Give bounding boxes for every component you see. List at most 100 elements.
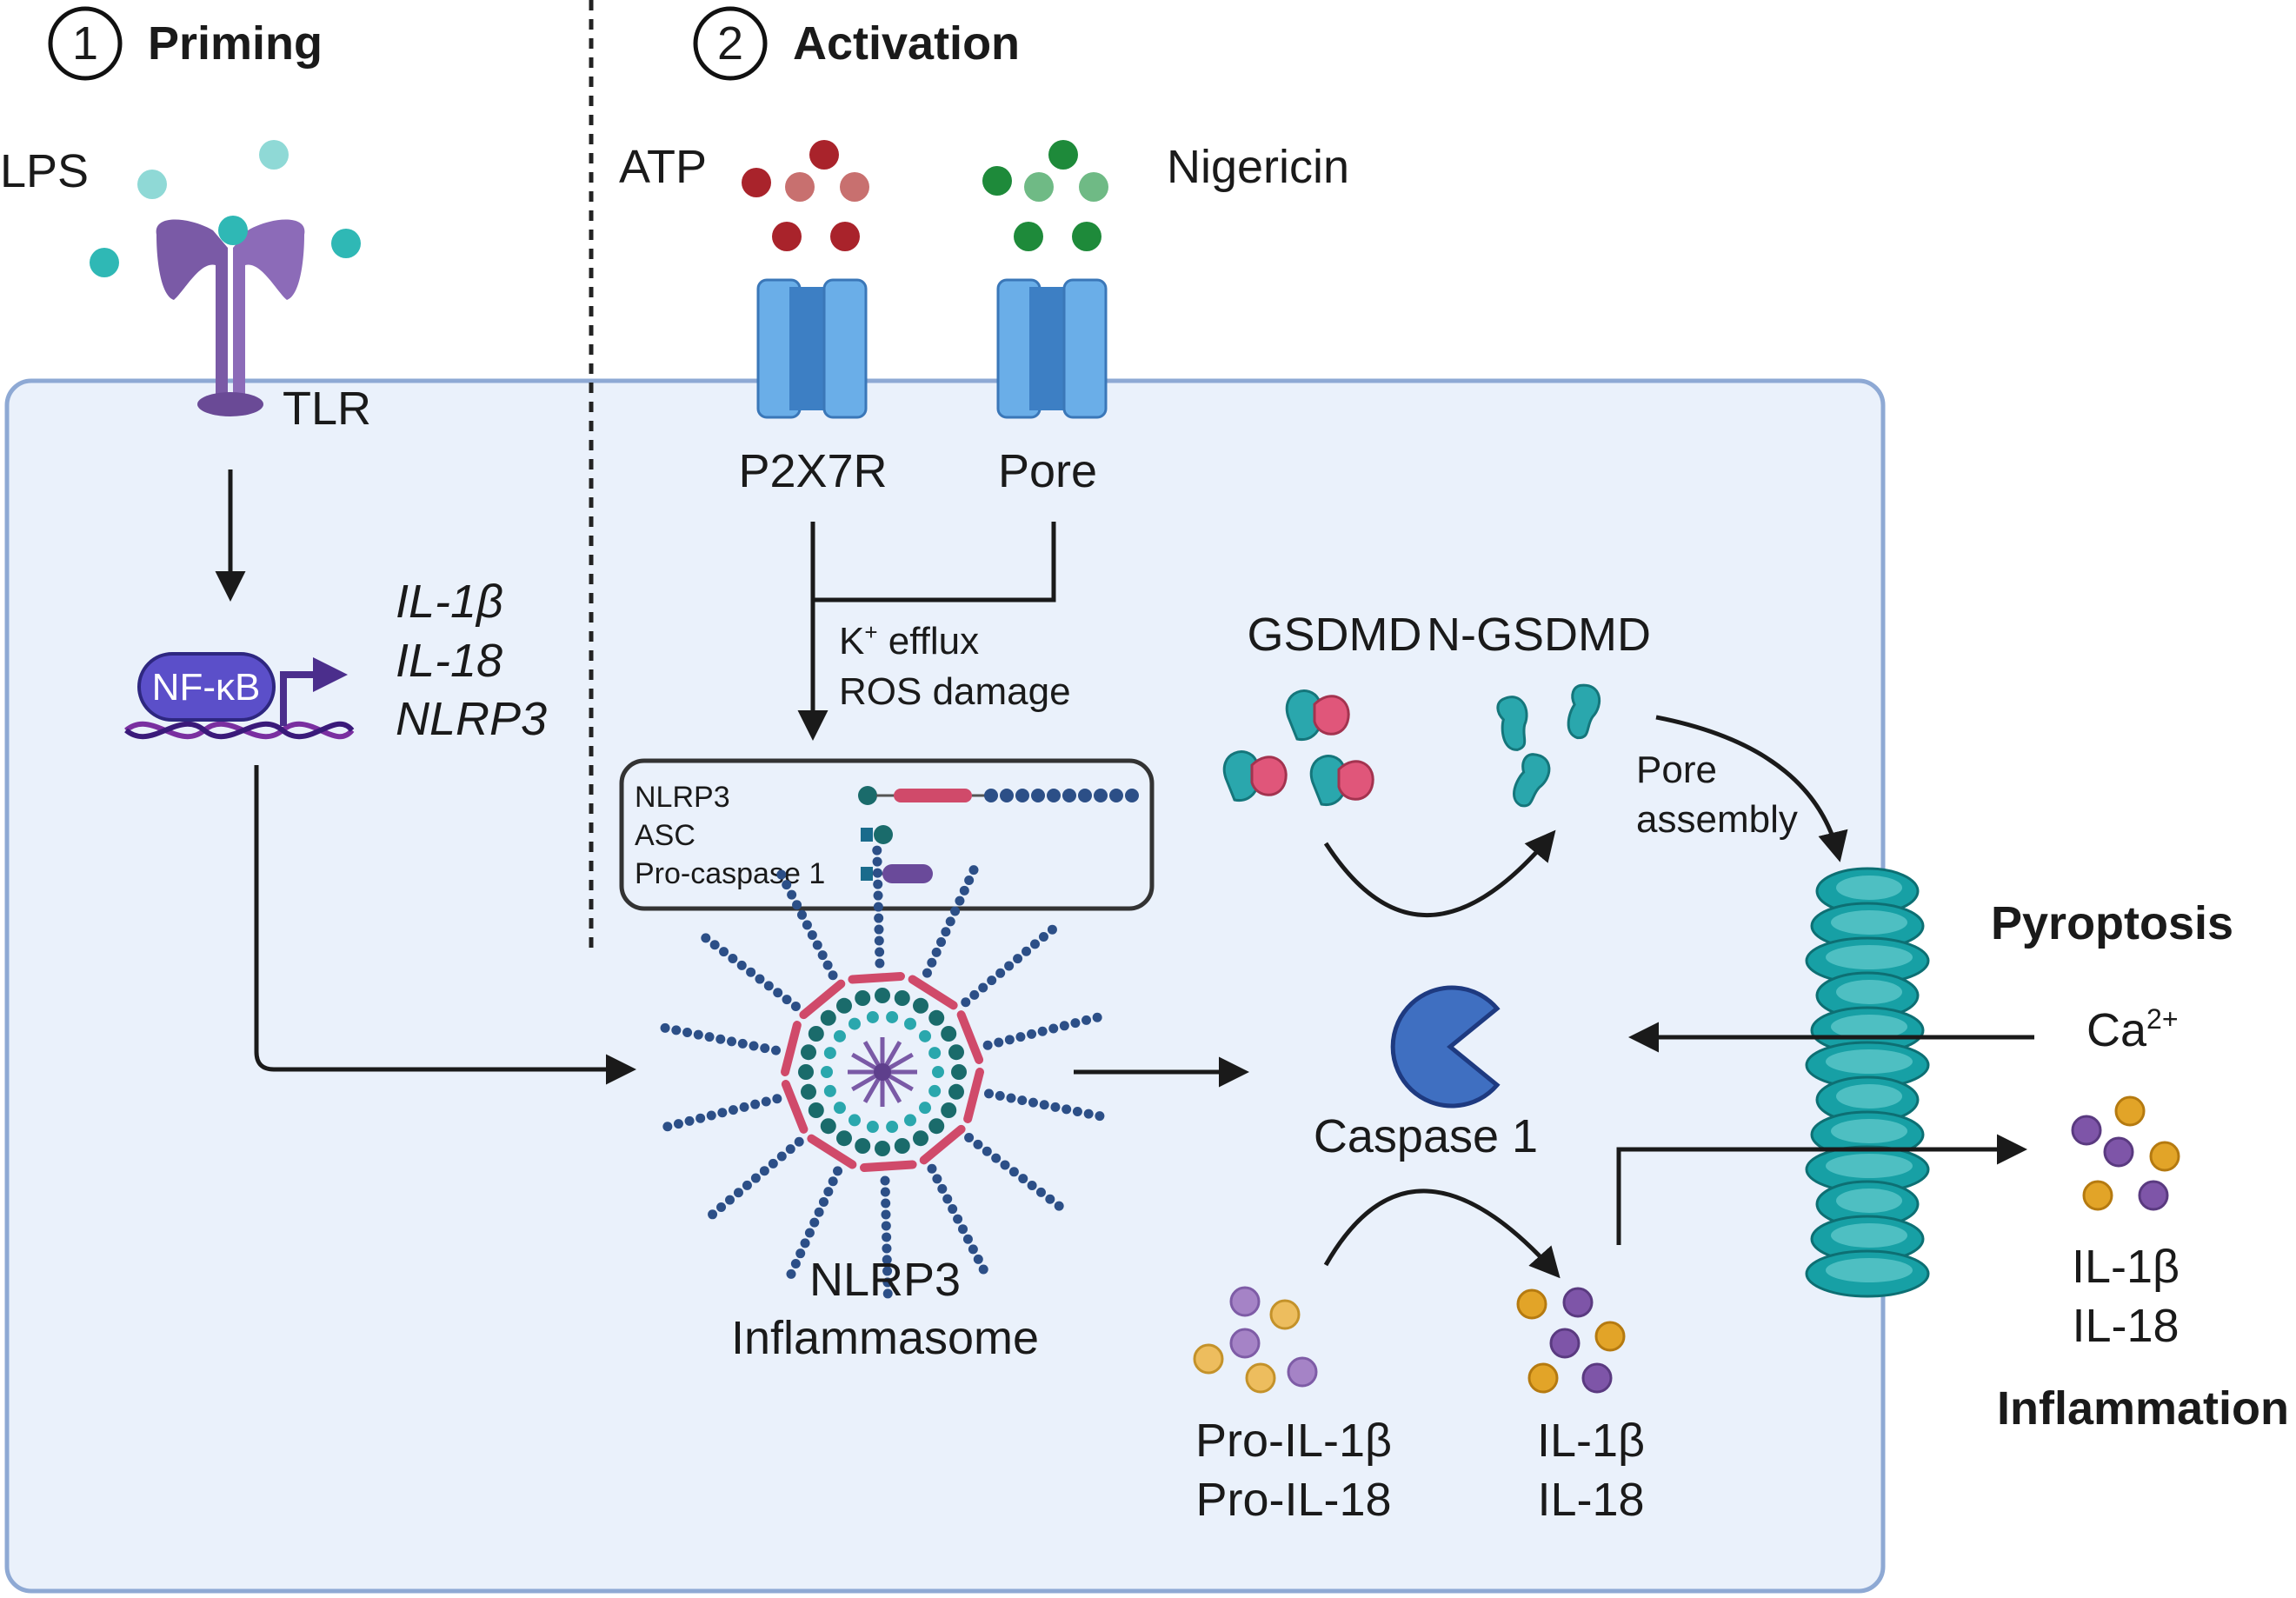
released-il18-label: IL-18 [2072,1300,2179,1352]
lps-molecules [90,140,361,277]
pyroptosis-label: Pyroptosis [1991,897,2233,949]
lrr-chain-bead [704,1032,715,1042]
lrr-chain-bead [968,1244,978,1255]
lrr-chain-bead [709,940,720,950]
mature-interleukin-molecules [1516,1287,1626,1394]
step-2-title: Activation [793,17,1020,70]
cytokine-molecule [1549,1328,1581,1359]
component-nlrp3-label: NLRP3 [635,781,730,814]
inflammasome-label-line2: Inflammasome [731,1312,1039,1364]
component-procaspase1-label: Pro-caspase 1 [635,857,825,890]
nacht-segment [848,971,905,984]
inflammasome-label-line1: NLRP3 [809,1254,961,1306]
channels-merge-line [810,522,1056,603]
n-gsdmd-fragments [1496,683,1601,808]
lrr-chain-bead [673,1119,683,1129]
lrr-chain-bead [931,947,942,957]
step-2-number: 2 [717,17,743,70]
lrr-chain-bead [882,1232,892,1242]
lrr-chain-bead [790,1259,801,1269]
pyd-bead [836,1130,852,1147]
lrr-chain-bead [994,1037,1004,1048]
lrr-chain-bead [1027,1181,1037,1191]
pyd-bead [855,1138,871,1155]
lrr-chain-bead [995,1090,1005,1101]
lrr-chain-bead [742,1180,752,1190]
lrr-chain-bead [1054,1201,1064,1211]
lrr-chain-bead [882,1255,892,1265]
lrr-chain-bead [882,1243,892,1254]
lrr-chain-bead [716,1202,727,1212]
lrr-chain-bead [822,960,833,970]
lrr-chain-bead [958,1224,968,1235]
lps-label: LPS [0,145,89,197]
pyd-bead [951,1064,967,1080]
cytokine-molecule [2138,1180,2169,1211]
lrr-chain-bead [761,1096,771,1107]
asc-bead [833,1102,846,1115]
lrr-chain-bead [1061,1104,1072,1115]
lrr-chain-bead [945,916,955,927]
lrr-chain-bead [671,1025,682,1035]
lrr-chain-bead [978,982,988,993]
pyd-bead [800,1083,816,1100]
lrr-chain-bead [962,1234,973,1244]
lrr-chain-bead [1081,1015,1092,1025]
lrr-chain-bead [785,1144,795,1155]
lrr-chain-bead [795,1248,806,1259]
lrr-chain-bead [772,1094,782,1104]
pyd-bead [808,1026,824,1042]
pyd-bead [798,1064,814,1080]
lrr-chain-bead [817,950,828,961]
lrr-chain-bead [755,974,765,984]
lrr-chain-bead [759,1166,769,1176]
pore-subunit-highlight [1826,1049,1913,1074]
lrr-chain-bead [948,1204,958,1215]
nlrp3-domain-icon [858,786,1139,805]
inflammasome-core [874,1063,891,1081]
lrr-bead [1000,789,1014,802]
gsdmd-proteins [1222,689,1374,806]
lrr-chain-bead [927,957,937,968]
lps-molecule [331,229,361,258]
lrr-chain-bead [719,947,729,957]
lrr-chain-bead [662,1122,673,1132]
lrr-chain-bead [773,988,783,998]
cytokine-molecule [1516,1288,1547,1320]
lrr-chain-bead [812,940,822,950]
lrr-chain-bead [874,913,884,923]
lrr-chain-bead [1004,961,1015,971]
nfkb-label: NF-κB [152,666,261,709]
lrr-chain-bead [991,1153,1002,1163]
asc-bead [823,1047,836,1060]
pore-label: Pore [998,445,1097,497]
lrr-chain-bead [814,1207,824,1217]
lrr-chain-bead [1038,932,1048,942]
lrr-chain-bead [737,1038,748,1049]
pyd-bead [894,1138,910,1155]
lrr-chain-bead [792,900,802,910]
gsdmd-pore [1805,867,1930,1298]
lrr-chain-bead [724,1195,735,1205]
lrr-chain-bead [693,1029,703,1040]
lrr-chain-bead [882,1288,893,1299]
nacht-segment [956,1010,984,1064]
lrr-chain-bead [978,1264,988,1275]
lrr-chain-bead [728,1105,738,1115]
lrr-chain-bead [776,869,787,880]
pyd-bead [941,1026,957,1042]
pore-channel [996,278,1108,419]
lrr-chain-bead [739,1102,749,1112]
dna-helix [124,721,355,740]
lrr-chain-bead [872,856,882,867]
caspase1-icon [1390,985,1501,1109]
inflammasome-components-box: NLRP3 ASC Pro-caspase 1 [619,758,1155,911]
asc-bead [866,1010,879,1023]
lrr-chain-bead [1013,954,1023,964]
pyd-bead [836,997,852,1014]
pore-assembly-label-line1: Pore [1636,749,1717,791]
lrr-chain-bead [875,958,885,969]
lrr-chain-bead [682,1028,693,1038]
